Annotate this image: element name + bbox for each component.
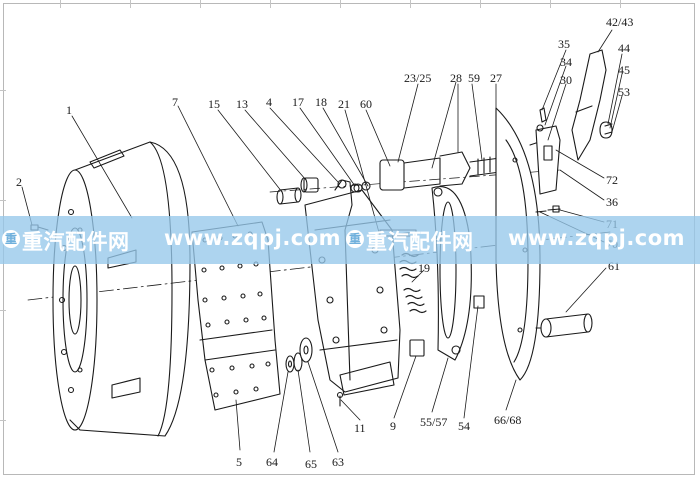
label-9: 9 [390, 419, 396, 433]
block-part-54 [473, 295, 485, 309]
leader-lines [21, 29, 623, 453]
label-64: 64 [266, 455, 278, 469]
washer-part-64 [285, 355, 295, 373]
grid-tick [410, 0, 411, 8]
brake-drum [52, 141, 191, 437]
label-21: 21 [338, 97, 350, 111]
brake-shoe [304, 179, 401, 396]
label-17: 17 [292, 95, 304, 109]
grid-tick [130, 0, 131, 8]
pin-part-15 [276, 187, 302, 205]
roller-part-13 [300, 177, 319, 193]
watermark-logo-icon: 重 [2, 230, 20, 248]
label-60: 60 [360, 97, 372, 111]
slack-adjuster [571, 49, 613, 161]
label-1: 1 [66, 103, 72, 117]
grid-tick [0, 420, 6, 421]
label-7: 7 [172, 95, 178, 109]
label-23-25: 23/25 [404, 71, 431, 85]
label-36: 36 [606, 195, 618, 209]
label-63: 63 [332, 455, 344, 469]
bushing-part-61 [535, 313, 593, 338]
grid-tick [0, 200, 6, 201]
watermark-text: 重汽配件网 [366, 230, 474, 254]
grid-tick [200, 0, 201, 8]
label-19: 19 [418, 261, 430, 275]
label-44: 44 [618, 41, 630, 55]
label-2: 2 [16, 175, 22, 189]
watermark-text: www.zqpj.com [164, 226, 342, 250]
grid-tick [620, 0, 621, 8]
label-42-43: 42/43 [606, 15, 633, 29]
label-34: 34 [560, 55, 572, 69]
grid-tick [550, 0, 551, 8]
label-54: 54 [458, 419, 470, 433]
label-30: 30 [560, 73, 572, 87]
block-part-9 [409, 339, 425, 357]
label-66-68: 66/68 [494, 413, 521, 427]
brake-spider [431, 186, 472, 361]
watermark-logo-icon: 重 [346, 230, 364, 248]
watermark-text: www.zqpj.com [508, 226, 686, 250]
grid-tick [270, 0, 271, 8]
grid-tick [340, 0, 341, 8]
label-15: 15 [208, 97, 220, 111]
bolt-part-11 [336, 391, 344, 407]
part-labels: 2 1 7 15 13 4 17 18 21 60 23/25 28 59 27… [16, 15, 633, 471]
label-55-57: 55/57 [420, 415, 447, 429]
label-45: 45 [618, 63, 630, 77]
label-5: 5 [236, 455, 242, 469]
watermark-text: 重汽配件网 [22, 230, 130, 254]
label-11: 11 [354, 421, 366, 435]
grid-tick [0, 90, 6, 91]
label-59: 59 [468, 71, 480, 85]
label-4: 4 [266, 95, 272, 109]
roller-part-63 [299, 337, 313, 363]
label-53: 53 [618, 85, 630, 99]
grid-tick [0, 310, 6, 311]
bolt-part-71 [535, 205, 561, 213]
label-28: 28 [450, 71, 462, 85]
label-65: 65 [305, 457, 317, 471]
label-13: 13 [236, 97, 248, 111]
grid-tick [60, 0, 61, 8]
adjuster-bracket [529, 107, 561, 195]
label-18: 18 [315, 95, 327, 109]
label-35: 35 [558, 37, 570, 51]
grid-tick [480, 0, 481, 8]
label-72: 72 [606, 173, 618, 187]
label-27: 27 [490, 71, 502, 85]
